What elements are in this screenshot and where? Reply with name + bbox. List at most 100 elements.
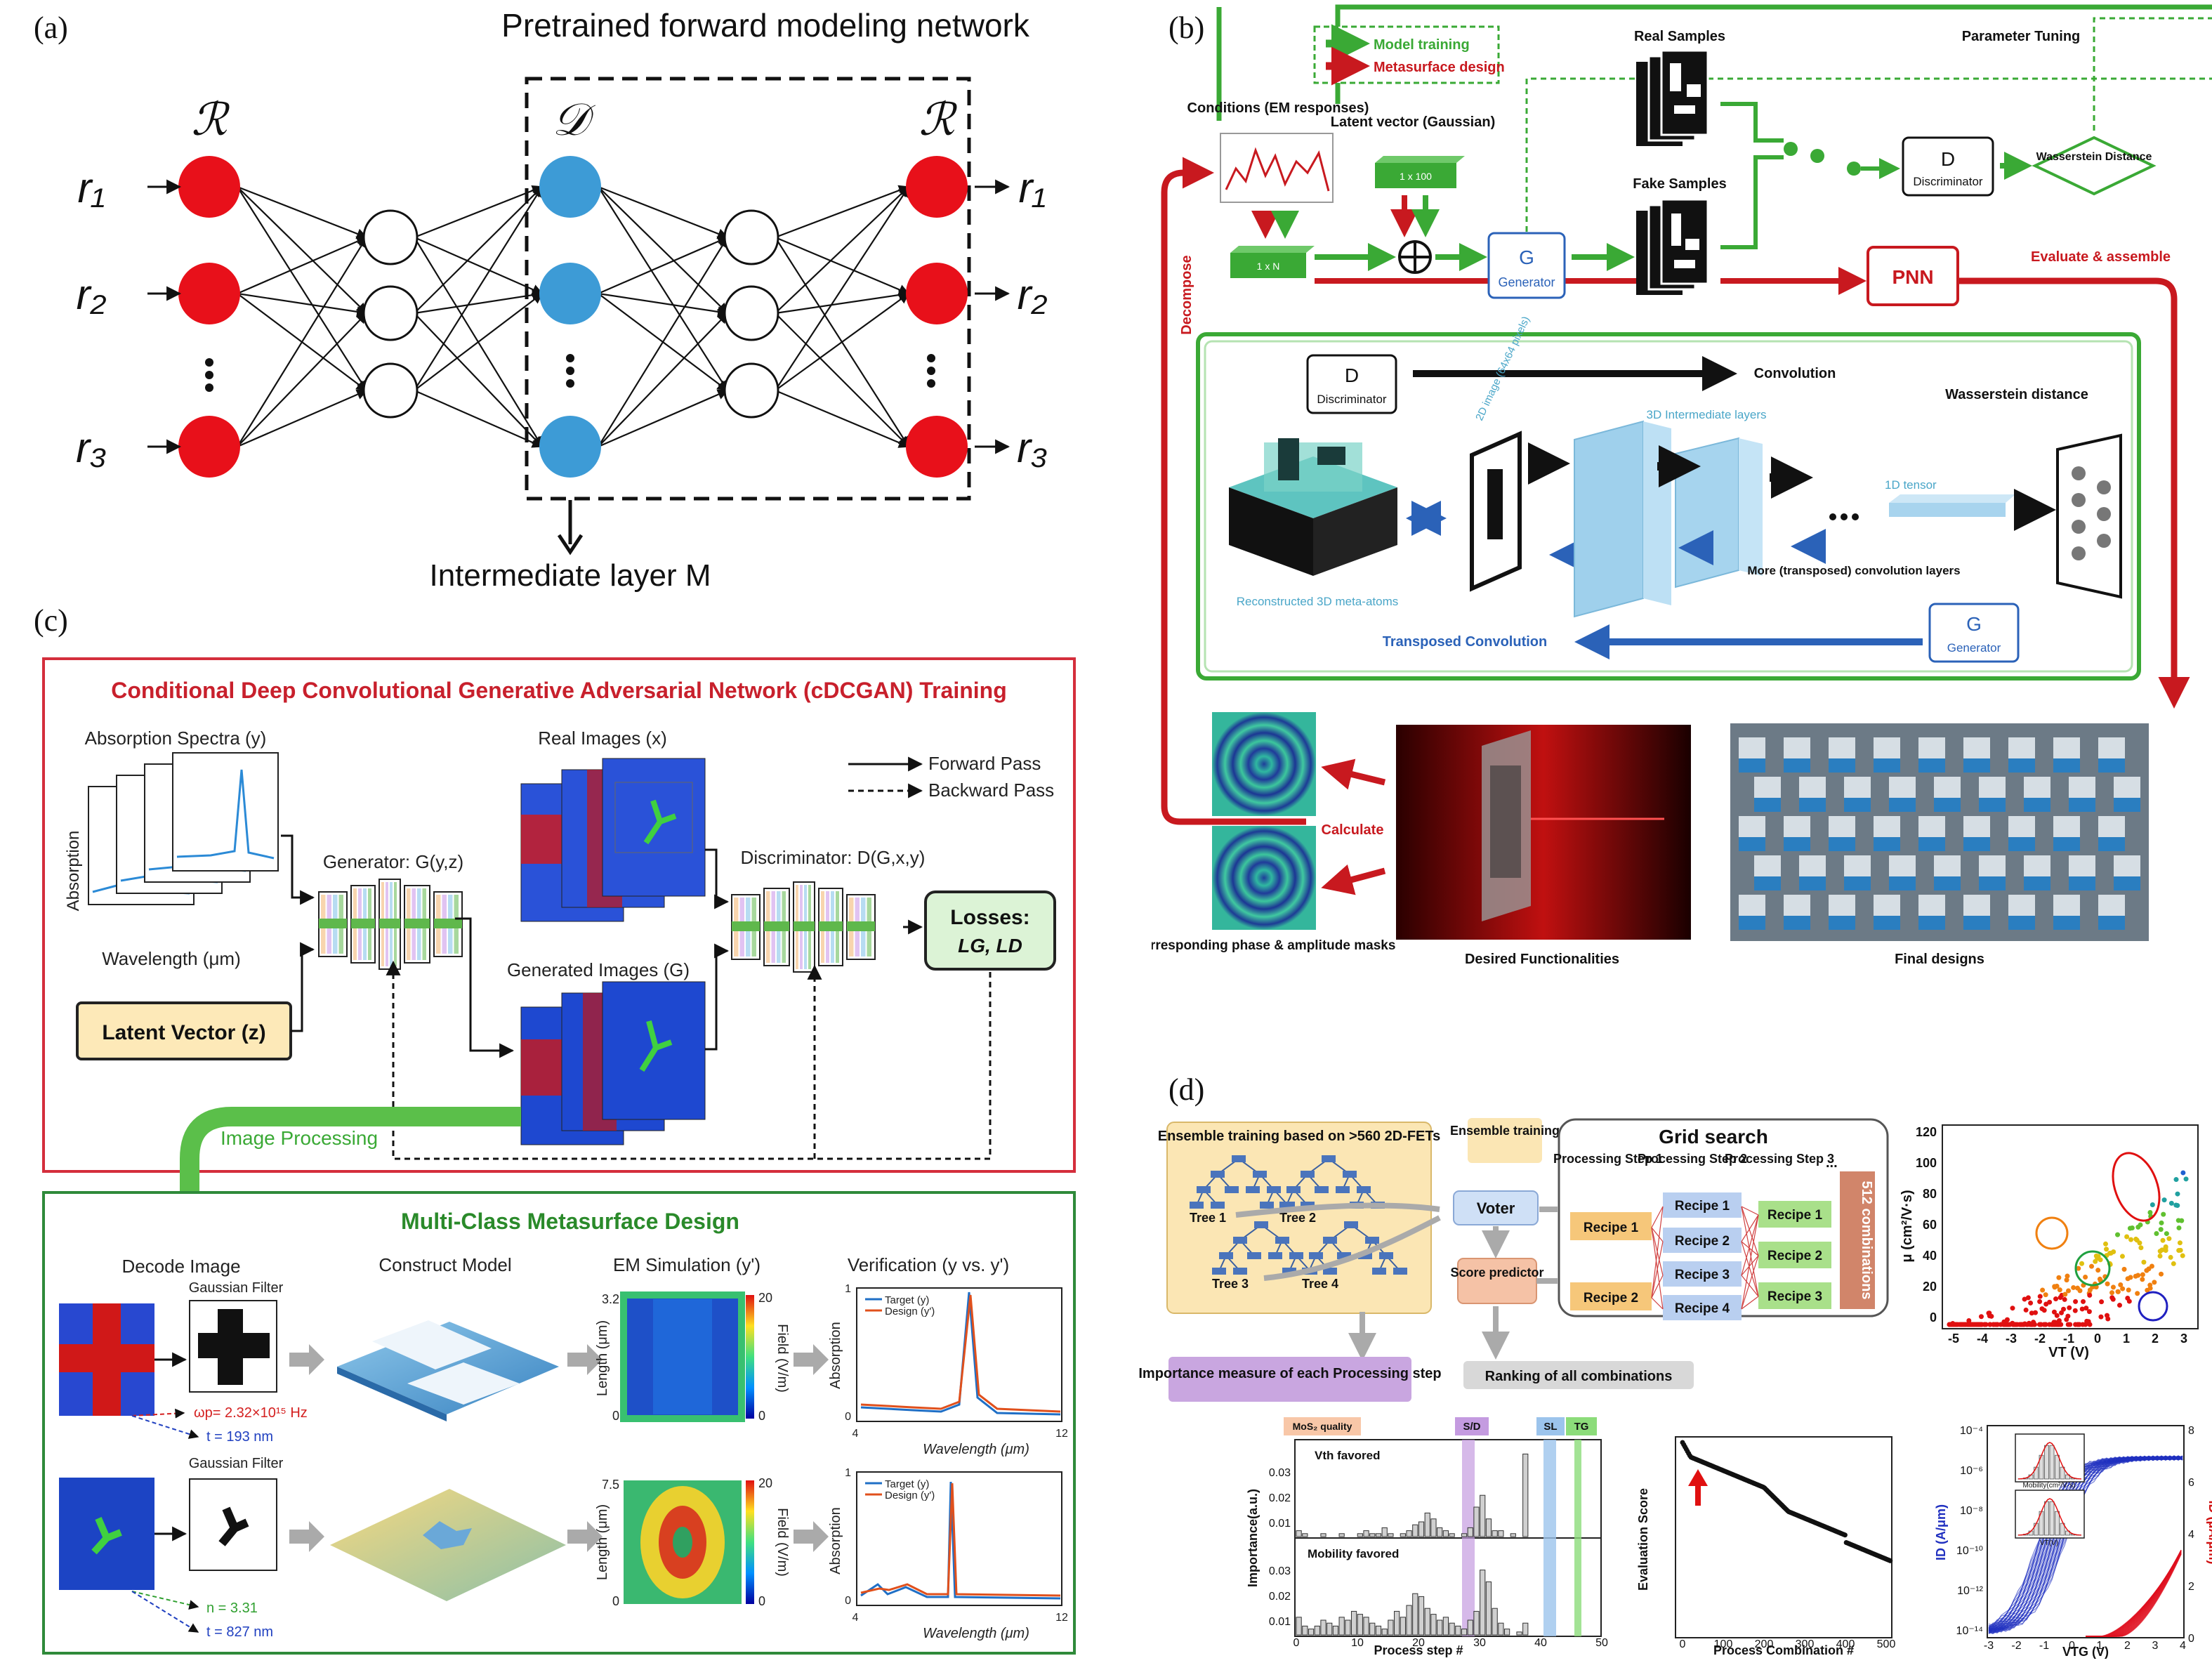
generator-label: Generator bbox=[1498, 275, 1555, 289]
decompose-label: Decompose bbox=[1179, 255, 1194, 334]
desired-label: Desired Functionalities bbox=[1465, 952, 1619, 967]
wass-label: Wasserstein Distance bbox=[2036, 151, 2152, 163]
vt-tick: -2 bbox=[2034, 1332, 2046, 1346]
ver2-xmax: 12 bbox=[1055, 1612, 1068, 1624]
input-r1: r₁ bbox=[78, 164, 105, 211]
combo-tick: 0 bbox=[1680, 1638, 1686, 1650]
more-layers: More (transposed) convolution layers bbox=[1747, 564, 1960, 577]
ver1-xlabel: Wavelength (μm) bbox=[923, 1442, 1029, 1457]
grid-search: Grid search bbox=[1659, 1126, 1768, 1148]
construct-model: Construct Model bbox=[378, 1254, 511, 1275]
t2-label: t = 827 nm bbox=[206, 1624, 273, 1640]
g-letter: G bbox=[1519, 247, 1534, 268]
calculate-label: Calculate bbox=[1322, 822, 1384, 838]
conditions-label: Conditions (EM responses) bbox=[1187, 100, 1369, 116]
label-r-right: ℛ bbox=[919, 94, 957, 145]
ver1-ymin: 0 bbox=[845, 1411, 851, 1423]
node-l3-1 bbox=[725, 287, 778, 340]
node-l2-2 bbox=[539, 416, 601, 478]
ver2-ymin: 0 bbox=[845, 1595, 851, 1607]
inner-g: G bbox=[1966, 613, 1982, 635]
mu-tick: 60 bbox=[1923, 1218, 1937, 1232]
ensemble-training: Ensemble training bbox=[1450, 1124, 1560, 1138]
mu-tick: 20 bbox=[1923, 1280, 1937, 1294]
panel-a: Pretrained forward modeling network ℛ 𝒟 … bbox=[0, 0, 1095, 604]
design-legend-1: Design (y') bbox=[885, 1306, 935, 1317]
real-samples: Real Samples bbox=[1634, 29, 1725, 44]
sim2-length: Length (μm) bbox=[595, 1504, 610, 1580]
vtg-tick: 0 bbox=[2069, 1640, 2075, 1652]
backward-pass: Backward Pass bbox=[928, 780, 1054, 801]
legend-design: Metasurface design bbox=[1374, 60, 1505, 75]
input-r2: r₂ bbox=[77, 271, 107, 318]
vt-tick: -5 bbox=[1948, 1332, 1959, 1346]
discriminator-label-c: Discriminator: D(G,x,y) bbox=[741, 847, 926, 868]
inner-d: D bbox=[1345, 364, 1359, 386]
latent-label: Latent vector (Gaussian) bbox=[1331, 114, 1496, 130]
node-l4-0 bbox=[906, 156, 968, 218]
ver2-ylabel: Absorption bbox=[828, 1507, 843, 1575]
transposed-label: Transposed Convolution bbox=[1383, 634, 1547, 650]
ranking-box: Ranking of all combinations bbox=[1485, 1369, 1673, 1384]
evaluation-chart: Evaluation Score Process Combination # 0… bbox=[1636, 1437, 1895, 1657]
sim1-length: Length (μm) bbox=[595, 1320, 610, 1396]
vt-axis: VT (V) bbox=[2048, 1345, 2089, 1360]
scatter-chart: μ (cm²/V·s) VT (V) 120100806040200-5-4-3… bbox=[1900, 1125, 2198, 1360]
lin-axis: ID (μA/μm) bbox=[2206, 1500, 2212, 1564]
sim1-ybot: 0 bbox=[612, 1409, 619, 1423]
mu-tick: 0 bbox=[1930, 1310, 1937, 1325]
convolution-label: Convolution bbox=[1754, 366, 1836, 381]
sim1-cbbot: 0 bbox=[758, 1409, 765, 1423]
final-label: Final designs bbox=[1895, 952, 1984, 967]
panel-b: Model training Metasurface design Condit… bbox=[1152, 0, 2212, 1004]
step3-recipe-3: Recipe 3 bbox=[1767, 1289, 1822, 1304]
d-letter: D bbox=[1941, 148, 1955, 170]
t1-label: t = 193 nm bbox=[206, 1429, 273, 1445]
ver2-xlabel: Wavelength (μm) bbox=[923, 1626, 1029, 1641]
output-r2: r₂ bbox=[1018, 271, 1048, 318]
sim1-ytop: 3.2 bbox=[602, 1292, 619, 1306]
tensor1d-label: 1D tensor bbox=[1885, 478, 1937, 492]
fet-optimization-figure: Ensemble training based on >560 2D-FETs … bbox=[1124, 1103, 2212, 1659]
design-title: Multi-Class Metasurface Design bbox=[401, 1209, 739, 1234]
vt-tick: -3 bbox=[2006, 1332, 2017, 1346]
combo-tick: 400 bbox=[1836, 1638, 1855, 1650]
imp-tick: 0.03 bbox=[1269, 1565, 1291, 1577]
node-l2-0 bbox=[539, 156, 601, 218]
step-3: Processing Step 3 bbox=[1725, 1152, 1834, 1166]
node-l0-0 bbox=[178, 156, 240, 218]
spectra-stack bbox=[88, 753, 278, 905]
gan-workflow-diagram: Model training Metasurface design Condit… bbox=[1152, 0, 2212, 1004]
generator-label-c: Generator: G(y,z) bbox=[323, 851, 463, 872]
node-l3-0 bbox=[725, 211, 778, 264]
gaussian-filter-2: Gaussian Filter bbox=[189, 1456, 284, 1471]
tag-sd: S/D bbox=[1463, 1421, 1480, 1433]
label-r-left: ℛ bbox=[191, 94, 230, 145]
fake-sample-stack bbox=[1636, 199, 1708, 295]
dense-net bbox=[2058, 435, 2121, 597]
inset-mobility: Mobility(cm²/V·s) bbox=[2023, 1482, 2076, 1490]
spectra-title: Absorption Spectra (y) bbox=[85, 728, 267, 749]
node-l0-1 bbox=[178, 263, 240, 324]
id-tick: 10⁻¹⁴ bbox=[1956, 1625, 1984, 1637]
loss-terms: LG, LD bbox=[958, 935, 1022, 957]
vt-tick: 0 bbox=[2094, 1332, 2101, 1346]
reconstructed-label: Reconstructed 3D meta-atoms bbox=[1237, 595, 1399, 608]
ver1-ymax: 1 bbox=[845, 1283, 851, 1295]
step3-recipe-2: Recipe 2 bbox=[1767, 1249, 1822, 1263]
ver1-ylabel: Absorption bbox=[828, 1322, 843, 1389]
mu-tick: 120 bbox=[1916, 1125, 1937, 1139]
step2-recipe-4: Recipe 4 bbox=[1675, 1301, 1730, 1316]
tag-sl: SL bbox=[1543, 1421, 1557, 1433]
score-predictor: Score predictor bbox=[1450, 1266, 1543, 1280]
inset-vt: VT(V) bbox=[2040, 1539, 2058, 1547]
ver2-xmin: 4 bbox=[852, 1612, 859, 1624]
vtg-tick: -3 bbox=[1984, 1640, 1994, 1652]
node-l4-1 bbox=[906, 263, 968, 324]
design-legend-2: Design (y') bbox=[885, 1490, 935, 1501]
decode-image: Decode Image bbox=[121, 1256, 240, 1277]
id-axis: ID (A/μm) bbox=[1934, 1504, 1948, 1560]
eval-axis: Evaluation Score bbox=[1636, 1488, 1650, 1591]
ver1-xmax: 12 bbox=[1055, 1428, 1068, 1440]
latent-dim: 1 x 100 bbox=[1400, 171, 1432, 182]
